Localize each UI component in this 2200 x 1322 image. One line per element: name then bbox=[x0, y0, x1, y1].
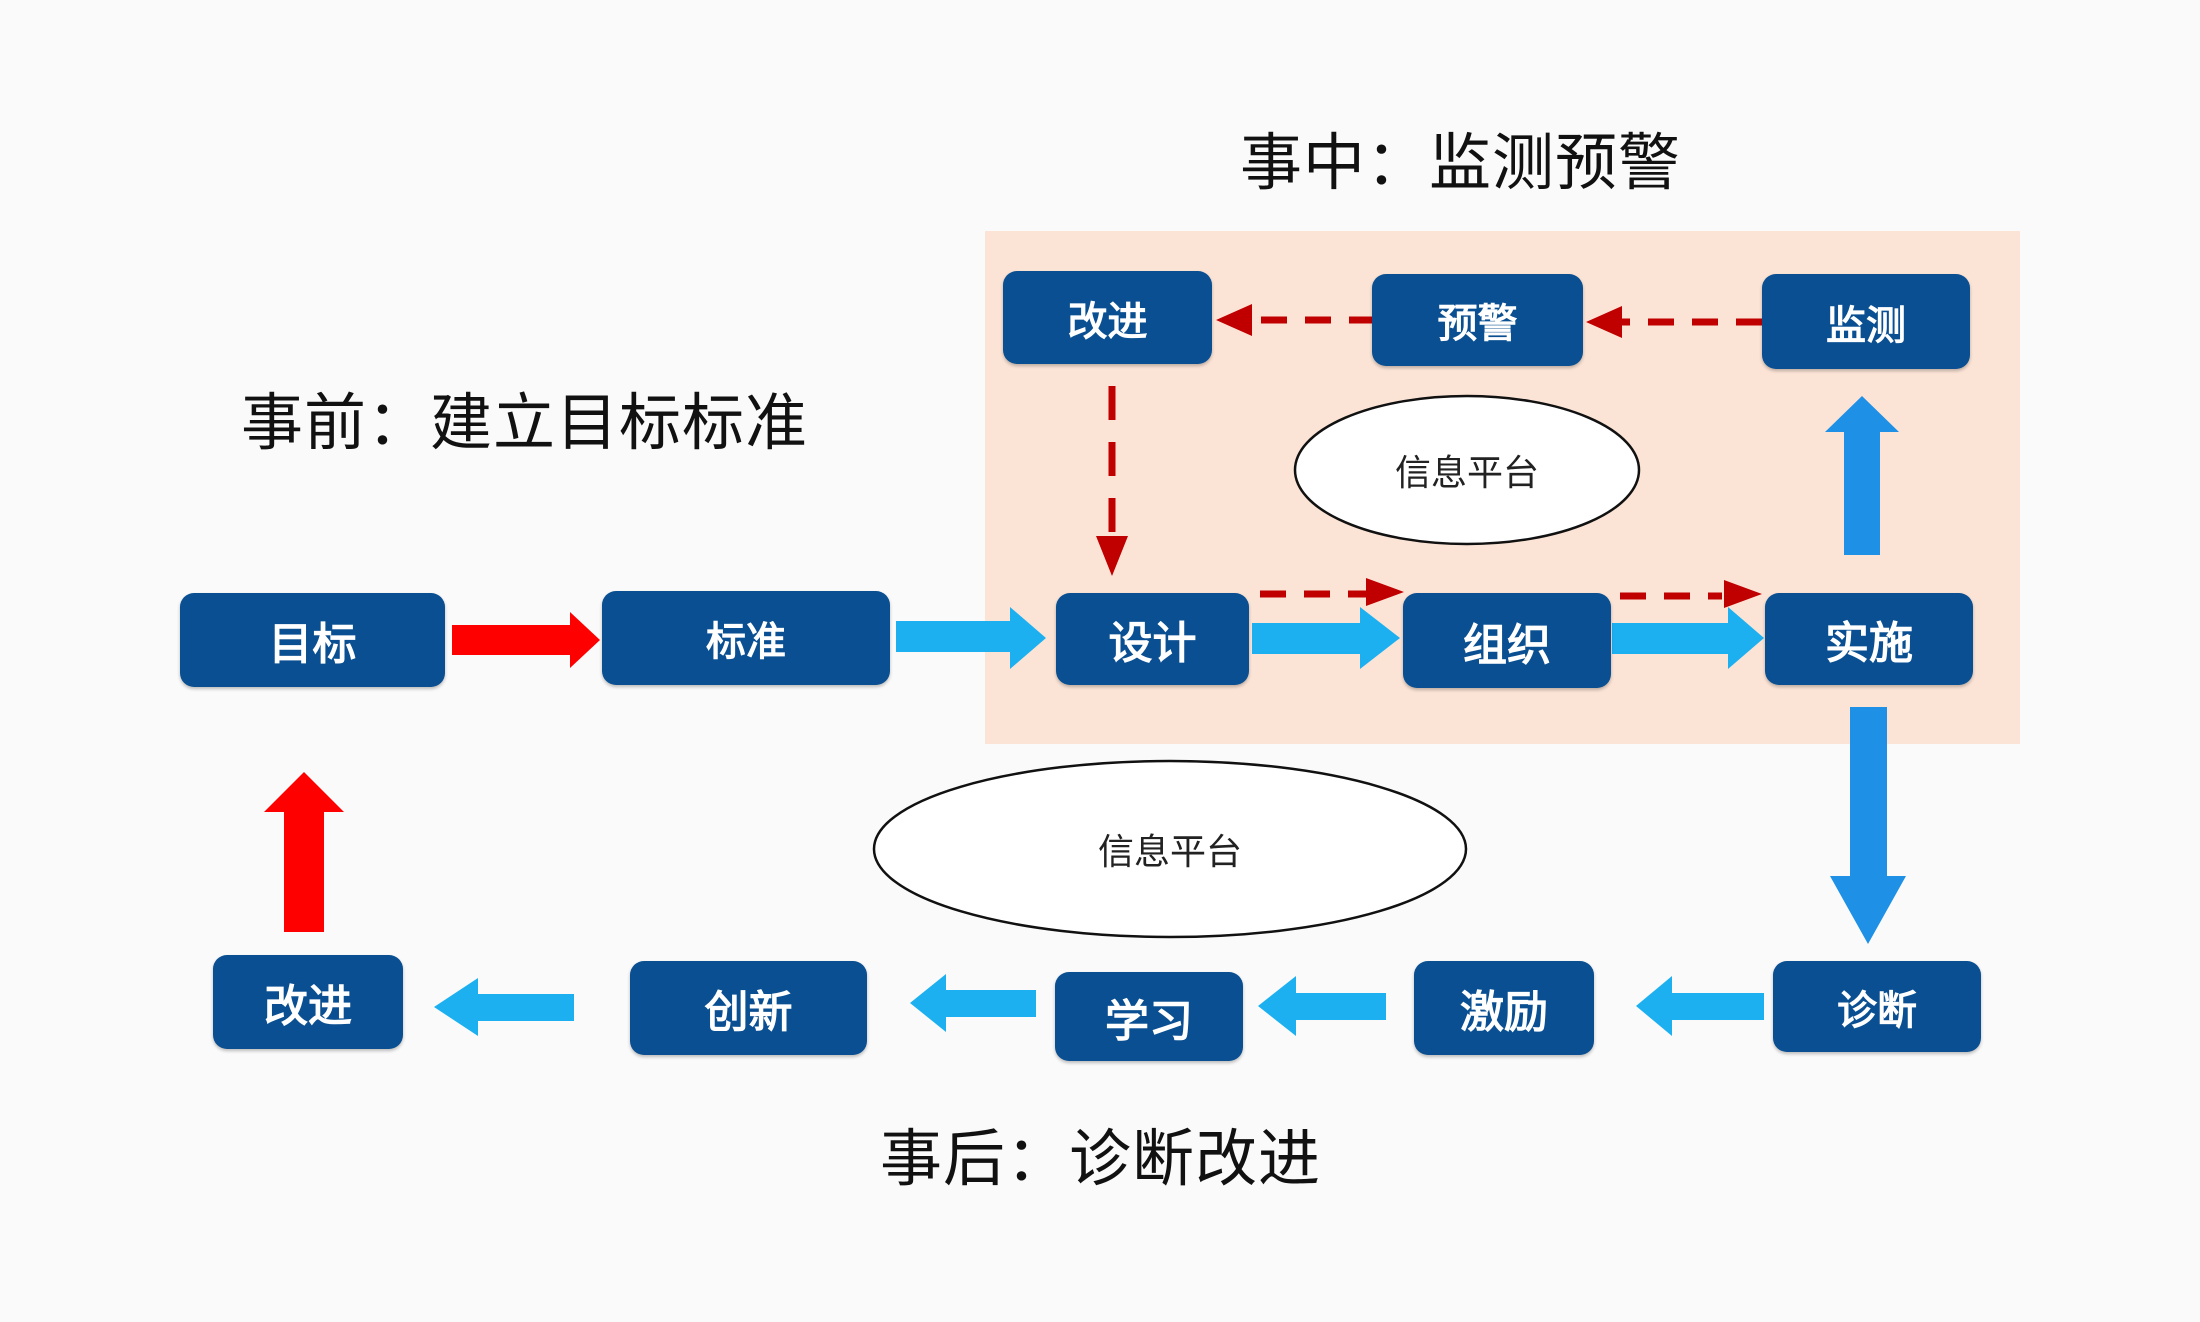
node-improve-after: 改进 bbox=[213, 955, 403, 1049]
info-platform-ellipse-during bbox=[1293, 394, 1641, 546]
dashed-arrow-monitor-to-warning bbox=[1586, 306, 1622, 338]
stage-title-before: 事前：建立目标标准 bbox=[241, 386, 809, 459]
arrow-diagnose-to-incentive bbox=[1636, 976, 1764, 1036]
node-monitor: 监测 bbox=[1762, 274, 1970, 369]
arrow-organize-to-implement bbox=[1612, 607, 1764, 669]
warning-loop-dashed-arrows bbox=[1096, 304, 1762, 608]
arrow-incentive-to-learn bbox=[1258, 976, 1386, 1036]
stage-title-after: 事后：诊断改进 bbox=[880, 1122, 1322, 1195]
arrow-improve-to-goal bbox=[264, 772, 344, 932]
node-warning: 预警 bbox=[1372, 274, 1583, 366]
arrow-standard-to-design bbox=[896, 607, 1046, 669]
node-goal: 目标 bbox=[180, 593, 445, 687]
dashed-arrow-organize-to-implement bbox=[1724, 580, 1762, 608]
node-implement: 实施 bbox=[1765, 593, 1973, 685]
node-standard: 标准 bbox=[602, 591, 890, 685]
node-incentive: 激励 bbox=[1414, 961, 1594, 1055]
dashed-arrow-warning-to-improve bbox=[1216, 304, 1252, 336]
info-platform-label-after: 信息平台 bbox=[1097, 832, 1243, 873]
arrow-implement-to-monitor bbox=[1825, 396, 1899, 555]
arrow-goal-to-standard bbox=[452, 612, 600, 668]
arrow-learn-to-innovate bbox=[910, 974, 1036, 1032]
info-platform-ellipse-after bbox=[872, 759, 1468, 939]
dashed-arrow-improve-to-design bbox=[1096, 536, 1128, 576]
node-diagnose: 诊断 bbox=[1773, 961, 1981, 1052]
node-innovate: 创新 bbox=[630, 961, 867, 1055]
node-organize: 组织 bbox=[1403, 593, 1611, 688]
dashed-arrow-design-to-organize bbox=[1366, 578, 1404, 606]
arrow-implement-to-diagnose bbox=[1830, 707, 1906, 944]
arrow-design-to-organize bbox=[1252, 607, 1400, 669]
stage-title-during: 事中：监测预警 bbox=[1240, 126, 1682, 199]
node-learn: 学习 bbox=[1055, 972, 1243, 1061]
node-design: 设计 bbox=[1056, 593, 1249, 685]
arrow-innovate-to-improve bbox=[434, 978, 574, 1036]
info-platform-label-during: 信息平台 bbox=[1394, 453, 1540, 494]
node-improve-during: 改进 bbox=[1003, 271, 1212, 364]
